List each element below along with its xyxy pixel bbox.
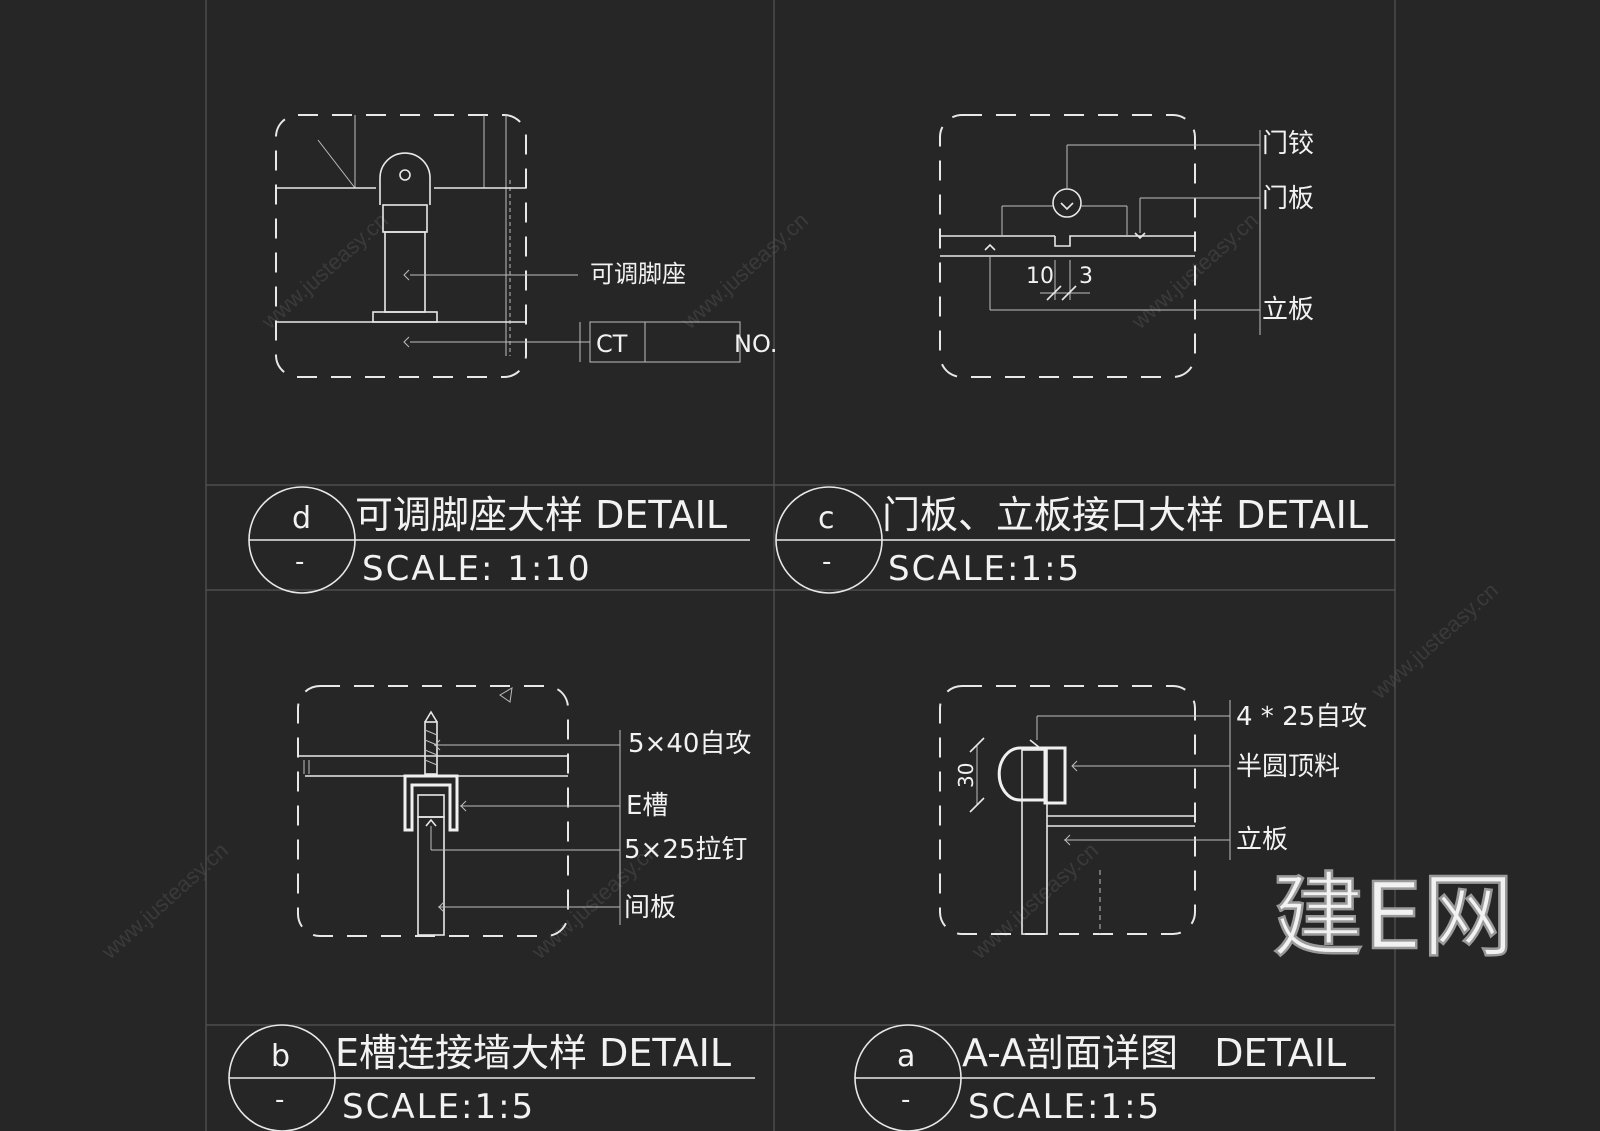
- label-screw-4x25: 4 * 25自攻: [1236, 702, 1367, 732]
- title-a-letter: a: [897, 1039, 915, 1074]
- title-c-scale: SCALE:1:5: [888, 549, 1081, 589]
- dim-3: 3: [1079, 264, 1093, 289]
- watermark-logo: 建E网: [1272, 863, 1514, 970]
- label-half-round-cap: 半圆顶料: [1236, 752, 1340, 782]
- title-a-scale: SCALE:1:5: [968, 1087, 1161, 1127]
- title-d-letter: d: [292, 501, 311, 536]
- title-b-scale: SCALE:1:5: [342, 1087, 535, 1127]
- title-d-heading: 可调脚座大样 DETAIL: [355, 493, 727, 537]
- watermark-url-6: www.justeasy.cn: [966, 837, 1103, 964]
- title-a-sub: -: [901, 1085, 910, 1115]
- title-block-d: d - 可调脚座大样 DETAIL SCALE: 1:10: [248, 486, 750, 594]
- dim-30: 30: [954, 763, 978, 788]
- detail-b-drawing: [297, 685, 621, 937]
- detail-c-drawing: [939, 114, 1261, 378]
- label-ct: CT: [596, 330, 628, 358]
- label-e-channel: E槽: [626, 791, 668, 821]
- label-rivet-5x25: 5×25拉钉: [624, 835, 747, 865]
- title-a-heading: A-A剖面详图 DETAIL: [962, 1031, 1346, 1075]
- watermark-url-4: www.justeasy.cn: [96, 837, 233, 964]
- label-upright-c: 立板: [1262, 295, 1314, 325]
- title-block-b: b - E槽连接墙大样 DETAIL SCALE:1:5: [228, 1024, 755, 1131]
- label-door-panel: 门板: [1262, 184, 1314, 214]
- sheet-frame: [205, 0, 1396, 1131]
- title-d-scale: SCALE: 1:10: [362, 549, 592, 589]
- watermark-url-7: www.justeasy.cn: [1366, 577, 1503, 704]
- title-c-heading: 门板、立板接口大样 DETAIL: [882, 493, 1368, 537]
- label-adjustable-foot: 可调脚座: [590, 260, 686, 288]
- title-d-sub: -: [295, 547, 304, 577]
- title-c-sub: -: [822, 547, 831, 577]
- label-partition: 间板: [624, 893, 676, 923]
- title-c-letter: c: [818, 501, 835, 536]
- detail-a-drawing: [939, 685, 1231, 935]
- title-b-sub: -: [275, 1085, 284, 1115]
- watermark-url-2: www.justeasy.cn: [676, 207, 813, 334]
- title-b-letter: b: [271, 1039, 290, 1074]
- label-no: NO.: [734, 330, 778, 358]
- title-block-c: c - 门板、立板接口大样 DETAIL SCALE:1:5: [775, 486, 1395, 594]
- dim-10: 10: [1026, 264, 1054, 289]
- label-screw-5x40: 5×40自攻: [628, 729, 751, 759]
- label-upright-a: 立板: [1236, 825, 1288, 855]
- detail-d-drawing: [275, 114, 741, 378]
- title-b-heading: E槽连接墙大样 DETAIL: [335, 1031, 731, 1075]
- label-hinge: 门铰: [1262, 129, 1314, 159]
- title-block-a: a - A-A剖面详图 DETAIL SCALE:1:5: [854, 1024, 1375, 1131]
